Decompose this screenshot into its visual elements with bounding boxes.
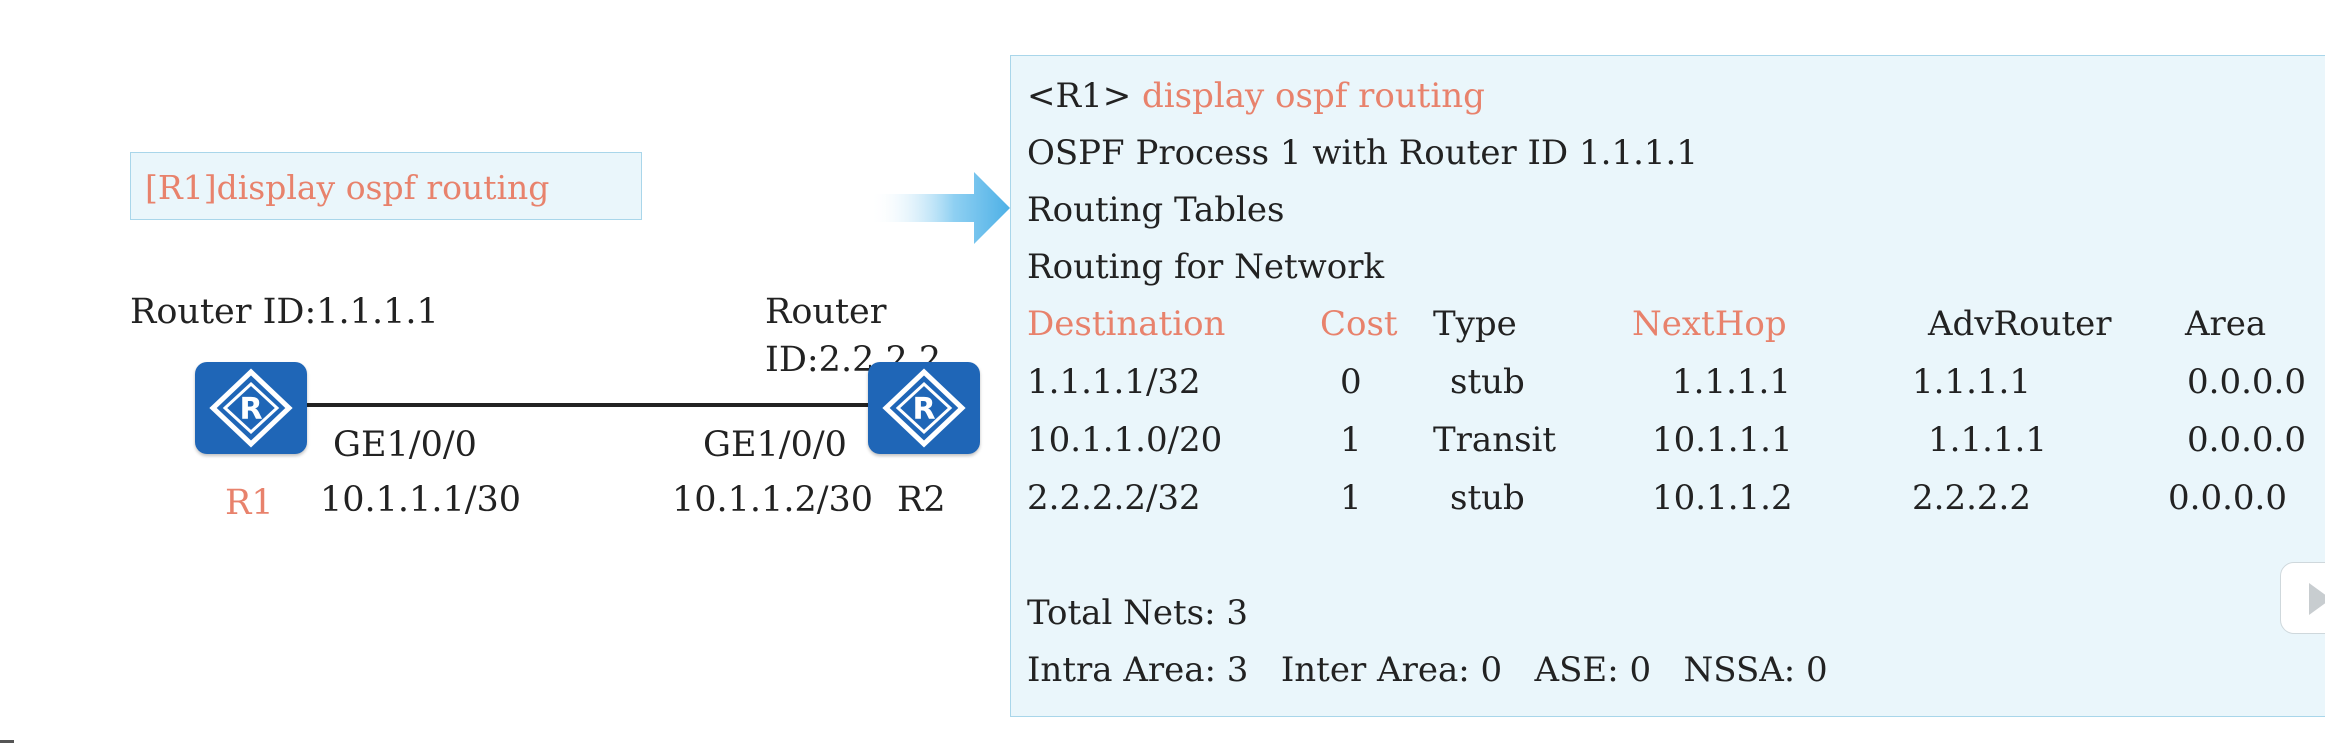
r1-ip: 10.1.1.1/30	[320, 480, 522, 520]
terminal-routing-tables: Routing Tables	[1027, 190, 1285, 230]
row-2-area: 0.0.0.0	[2187, 420, 2306, 460]
arrow-right-icon	[870, 172, 1010, 244]
router-r2-icon: R	[868, 362, 980, 454]
terminal-panel	[1010, 55, 2325, 717]
row-3-nexthop: 10.1.1.2	[1652, 478, 1793, 518]
r2-name: R2	[897, 480, 946, 520]
header-cost: Cost	[1320, 304, 1398, 344]
router-r1-letter: R	[239, 392, 262, 427]
row-2-nexthop: 10.1.1.1	[1652, 420, 1793, 460]
terminal-routing-for-network: Routing for Network	[1027, 247, 1385, 287]
terminal-area-summary: Intra Area: 3 Inter Area: 0 ASE: 0 NSSA:…	[1027, 650, 1828, 690]
row-3-cost: 1	[1340, 478, 1362, 518]
row-1-destination: 1.1.1.1/32	[1027, 362, 1201, 402]
row-1-type: stub	[1450, 362, 1525, 402]
header-type: Type	[1433, 304, 1517, 344]
row-1-advrouter: 1.1.1.1	[1912, 362, 2031, 402]
r2-router-id-line1: Router	[765, 292, 887, 332]
row-2-cost: 1	[1340, 420, 1362, 460]
r1-name: R1	[225, 483, 274, 523]
row-3-destination: 2.2.2.2/32	[1027, 478, 1201, 518]
row-2-type: Transit	[1433, 420, 1557, 460]
terminal-process-line: OSPF Process 1 with Router ID 1.1.1.1	[1027, 133, 1698, 173]
play-triangle-icon	[2309, 583, 2325, 615]
terminal-command-line: <R1> display ospf routing	[1027, 76, 1485, 116]
r2-ip: 10.1.1.2/30	[672, 480, 874, 520]
link-line	[300, 403, 878, 407]
row-3-type: stub	[1450, 478, 1525, 518]
header-nexthop: NextHop	[1632, 304, 1787, 344]
terminal-total-nets: Total Nets: 3	[1027, 593, 1248, 633]
row-2-advrouter: 1.1.1.1	[1928, 420, 2047, 460]
command-box	[130, 152, 642, 220]
header-advrouter: AdvRouter	[1928, 304, 2112, 344]
row-2-destination: 10.1.1.0/20	[1027, 420, 1223, 460]
router-r1-icon: R	[195, 362, 307, 454]
r1-interface: GE1/0/0	[333, 425, 477, 465]
terminal-prompt: <R1>	[1027, 76, 1132, 116]
header-destination: Destination	[1027, 304, 1226, 344]
row-3-area: 0.0.0.0	[2168, 478, 2287, 518]
next-slide-button[interactable]	[2280, 562, 2325, 634]
row-1-area: 0.0.0.0	[2187, 362, 2306, 402]
command-box-text: [R1]display ospf routing	[145, 168, 550, 207]
r2-interface: GE1/0/0	[703, 425, 847, 465]
router-r2-letter: R	[912, 392, 935, 427]
r1-router-id: Router ID:1.1.1.1	[130, 292, 439, 332]
row-1-cost: 0	[1340, 362, 1362, 402]
row-3-advrouter: 2.2.2.2	[1912, 478, 2031, 518]
header-area: Area	[2185, 304, 2267, 344]
corner-mark	[0, 740, 14, 743]
terminal-command: display ospf routing	[1142, 76, 1485, 116]
row-1-nexthop: 1.1.1.1	[1672, 362, 1791, 402]
